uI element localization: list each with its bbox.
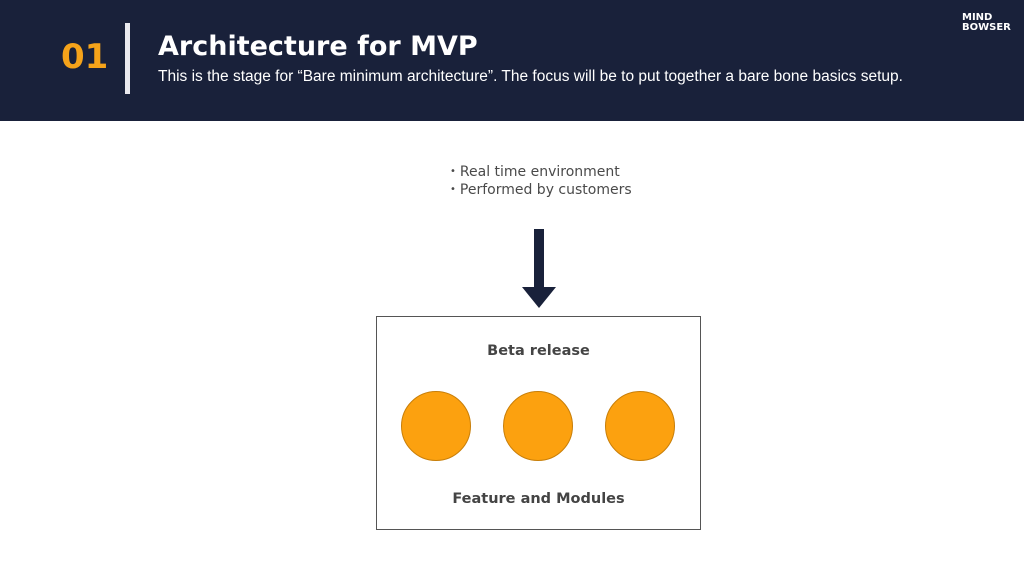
logo-line-2: BOWSER <box>962 22 1011 33</box>
module-circle <box>605 391 675 461</box>
page-title: Architecture for MVP <box>158 31 478 62</box>
header-divider <box>125 23 130 94</box>
bullet-list: Real time environment Performed by custo… <box>450 163 632 199</box>
box-footer: Feature and Modules <box>452 491 625 507</box>
slide-number: 01 <box>61 37 109 77</box>
arrow-down-icon <box>522 229 556 308</box>
beta-release-box: Beta release Feature and Modules <box>376 316 701 530</box>
module-circle <box>503 391 573 461</box>
brand-logo: MIND BOWSER <box>962 13 1011 33</box>
module-circle <box>401 391 471 461</box>
bullet-item: Performed by customers <box>450 181 632 199</box>
header-banner: 01 Architecture for MVP This is the stag… <box>0 0 1024 121</box>
box-title: Beta release <box>487 343 590 359</box>
logo-line-1: MIND <box>962 12 993 23</box>
page-subtitle: This is the stage for “Bare minimum arch… <box>158 68 903 85</box>
bullet-item: Real time environment <box>450 163 632 181</box>
